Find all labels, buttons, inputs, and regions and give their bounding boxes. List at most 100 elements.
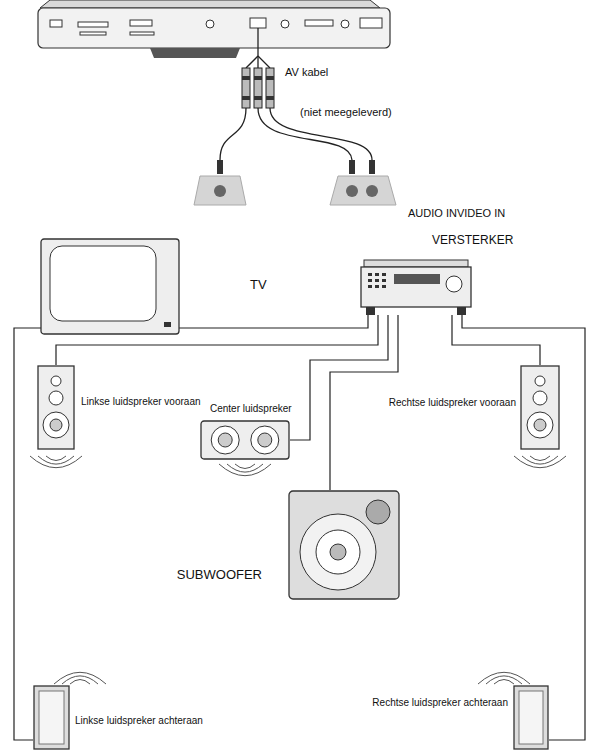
player-port <box>305 20 333 26</box>
node-label: SUBWOOFER <box>177 568 262 583</box>
sub-cabinet <box>289 491 399 599</box>
center-speaker: Center luidspreker <box>200 420 290 460</box>
midrange <box>533 391 547 405</box>
node-label: Center luidspreker <box>210 403 292 415</box>
player-port <box>50 20 62 27</box>
tv-button <box>164 322 171 327</box>
input-label: AUDIO INVIDEO IN <box>408 207 505 220</box>
input-socket <box>366 185 378 197</box>
player-jack <box>341 20 349 28</box>
node-outline <box>288 490 400 600</box>
front-speaker: Rechtse luidspreker vooraan <box>520 365 560 450</box>
speaker-cabinet <box>514 686 548 749</box>
sub-cone <box>316 530 360 574</box>
driver-cap <box>258 433 272 447</box>
amp-button <box>382 279 386 282</box>
wave-arc <box>522 456 558 464</box>
plug-band <box>254 96 262 100</box>
speaker-wire <box>462 315 585 740</box>
player-port <box>78 22 108 27</box>
audio-input <box>330 176 396 205</box>
wave-arc <box>70 680 90 685</box>
amp-housing <box>361 267 471 307</box>
tv-screen <box>50 246 156 321</box>
node-outline <box>33 685 70 750</box>
wave-arc <box>227 464 263 472</box>
wave-arc <box>38 456 74 464</box>
sound-waves <box>514 456 566 468</box>
speaker-grille <box>39 691 64 744</box>
cable-note: (niet meegeleverd) <box>300 106 392 119</box>
amp-button <box>382 273 386 276</box>
node-label: TV <box>250 278 267 293</box>
node-outline <box>200 420 290 460</box>
wave-arc <box>494 680 514 685</box>
node-label: Rechtse luidspreker achteraan <box>372 697 508 709</box>
cable-wire <box>246 56 258 68</box>
midrange <box>49 391 63 405</box>
node-label: Rechtse luidspreker vooraan <box>389 397 516 409</box>
player-foot <box>150 48 240 58</box>
amp-knob <box>446 276 462 292</box>
node-outline <box>37 365 75 450</box>
wave-arc <box>514 456 566 468</box>
speaker-cabinet <box>38 366 74 449</box>
plug-band <box>254 76 262 80</box>
amp-button <box>375 279 379 282</box>
wave-arc <box>30 456 82 468</box>
cable-wire <box>258 56 270 68</box>
wave-arc <box>235 464 255 469</box>
amp-display <box>394 274 440 284</box>
driver <box>251 426 279 454</box>
amp-button <box>375 285 379 288</box>
front-speaker: Linkse luidspreker vooraan <box>37 365 75 450</box>
wave-arc <box>219 464 271 476</box>
amp-button <box>368 279 372 282</box>
amp-top <box>364 260 468 267</box>
speaker-wire <box>330 315 398 490</box>
player-port <box>360 18 382 28</box>
sub-cap <box>330 544 346 560</box>
node-label: Linkse luidspreker vooraan <box>81 396 201 408</box>
sound-waves <box>54 672 106 684</box>
rca-plug-end <box>349 160 355 174</box>
sound-waves <box>30 456 82 468</box>
input-socket <box>346 185 358 197</box>
driver-cap <box>218 433 232 447</box>
amp-button <box>382 285 386 288</box>
player-port <box>80 32 106 35</box>
cable-wire <box>257 28 258 56</box>
cable-wire <box>220 108 246 160</box>
rca-plug <box>242 68 250 108</box>
amplifier: VERSTERKER <box>360 258 472 315</box>
woofer-cap <box>534 419 546 431</box>
wave-arc <box>62 676 98 684</box>
node-outline <box>40 238 180 335</box>
rca-plug <box>266 68 274 108</box>
sub-port <box>366 500 390 524</box>
rca-plug <box>254 68 262 108</box>
subwoofer: SUBWOOFER <box>288 490 400 600</box>
tv-set: TV <box>40 238 180 335</box>
plug-band <box>242 96 250 100</box>
wave-arc <box>478 672 530 684</box>
tweeter <box>535 376 545 386</box>
woofer <box>527 412 553 438</box>
amp-button <box>368 285 372 288</box>
av-cable <box>220 28 372 160</box>
speaker-cabinet <box>201 421 289 459</box>
node-outline <box>520 365 560 450</box>
player-port <box>250 18 266 28</box>
sound-waves <box>219 464 271 476</box>
rca-plug-end <box>369 160 375 174</box>
amp-button <box>368 273 372 276</box>
player-body <box>38 8 390 48</box>
node-outline <box>513 685 549 750</box>
plug-band <box>242 76 250 80</box>
cable-label: AV kabel <box>285 66 328 79</box>
speaker-wire <box>290 315 388 440</box>
node-label: Linkse luidspreker achteraan <box>75 715 203 727</box>
